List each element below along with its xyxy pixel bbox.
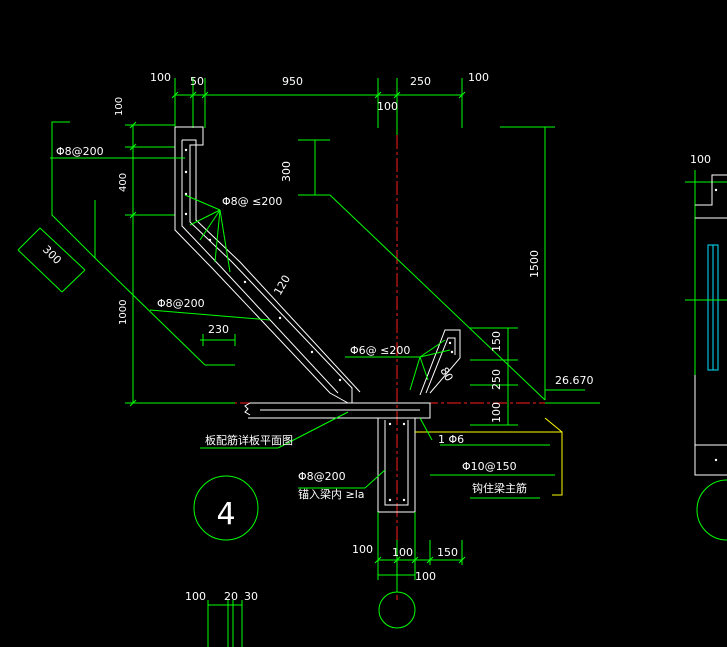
dim-top-50: 50 <box>190 75 204 88</box>
section-marker: 4 <box>193 475 259 541</box>
beam-outline <box>415 417 563 496</box>
dim-bot-150: 150 <box>437 546 458 559</box>
dim-btm-30: 30 <box>244 590 258 603</box>
rebar-1-phi6: 1 Φ6 <box>438 433 464 446</box>
rebar-phi8-200-top: Φ8@200 <box>56 145 104 158</box>
dim-80: 80 <box>437 365 455 384</box>
rebar-phi8-200-mid: Φ8@200 <box>157 297 205 310</box>
dim-1500: 1500 <box>528 250 541 278</box>
lower-left-dimension <box>207 600 243 647</box>
note-anchor: 锚入梁内 ≥la <box>298 487 365 501</box>
dim-top-950: 950 <box>282 75 303 88</box>
dim-bot-100-a: 100 <box>352 543 373 556</box>
dim-250: 250 <box>490 369 503 390</box>
dim-230: 230 <box>208 323 229 336</box>
dim-150: 150 <box>490 331 503 352</box>
leaders <box>50 157 540 499</box>
left-outline <box>17 121 235 366</box>
left-dimension-chain <box>125 121 235 407</box>
rebar-phi8-le200: Φ8@ ≤200 <box>222 195 282 208</box>
dim-300-upper: 300 <box>280 161 293 182</box>
top-dimension-chain <box>171 78 466 135</box>
note-beam-bar: 钩住梁主筋 <box>472 481 527 495</box>
dim-100-beam: 100 <box>490 402 503 423</box>
dim-bot-100-c: 100 <box>415 570 436 583</box>
right-wall-section <box>685 170 727 541</box>
dim-btm-100: 100 <box>185 590 206 603</box>
dim-left-1000: 1000 <box>118 300 129 325</box>
bottom-dimension-chain <box>374 512 466 629</box>
dim-btm-20: 20 <box>224 590 238 603</box>
dim-right-100: 100 <box>690 153 711 166</box>
dim-120: 120 <box>271 273 293 298</box>
right-guides <box>298 126 600 476</box>
stair-section-outline <box>174 126 461 513</box>
dim-top-100-left: 100 <box>150 71 171 84</box>
elevation-label: 26.670 <box>555 374 594 387</box>
dim-top-100-right: 100 <box>468 71 489 84</box>
rebar-dots <box>184 148 454 502</box>
section-number: 4 <box>216 497 235 532</box>
rebar-phi10-150: Φ10@150 <box>462 460 517 473</box>
note-slab-plan: 板配筋详板平面图 <box>205 433 293 447</box>
dim-left-400: 400 <box>118 173 129 192</box>
rebar-phi8-200-beam: Φ8@200 <box>298 470 346 483</box>
dim-top-100-sub: 100 <box>377 100 398 113</box>
dim-bot-100-b: 100 <box>392 546 413 559</box>
rebar-phi6-le200: Φ6@ ≤200 <box>350 344 410 357</box>
dim-top-250: 250 <box>410 75 431 88</box>
dim-left-100: 100 <box>114 97 125 116</box>
